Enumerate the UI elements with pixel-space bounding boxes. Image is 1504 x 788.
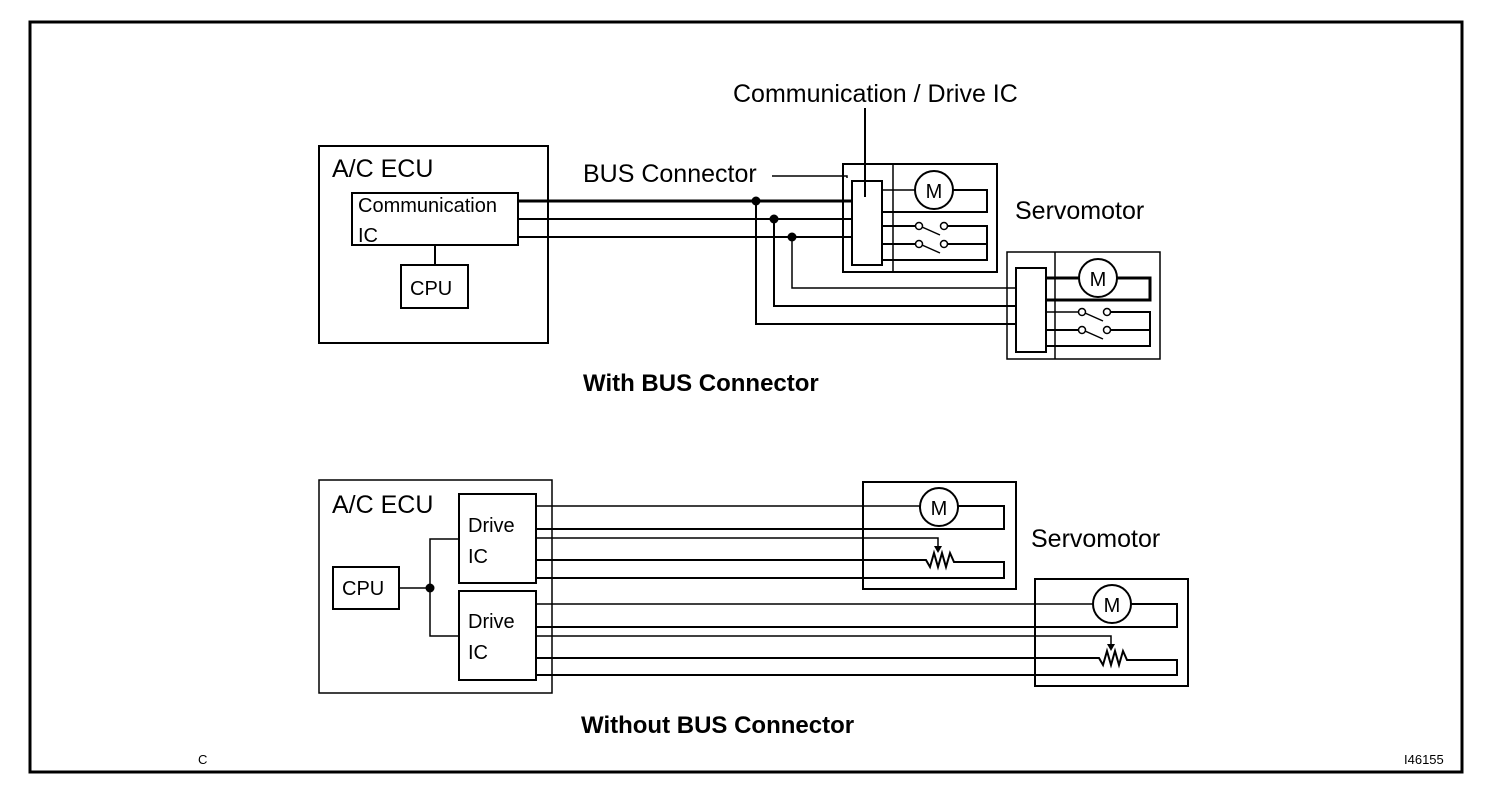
drive-ic-2-label-1: Drive <box>468 611 515 633</box>
motor-symbol: M <box>1090 269 1107 291</box>
drive-ic-1-label-1: Drive <box>468 515 515 537</box>
drive-ic-box-1 <box>458 493 537 584</box>
servomotor-1-bottom <box>862 481 1017 590</box>
communication-ic-label-1: Communication <box>358 195 497 217</box>
motor-icon <box>1092 584 1132 624</box>
drive-ic-1-label-2: IC <box>468 546 488 568</box>
motor-symbol: M <box>1104 595 1121 617</box>
without-bus-section: A/C ECU CPU Drive IC Drive IC M Servomot… <box>318 479 1189 739</box>
figure-id: I46155 <box>1404 752 1444 767</box>
cpu-label-top: CPU <box>410 278 452 300</box>
with-bus-section: A/C ECU Communication IC CPU BUS Connect… <box>318 80 1161 397</box>
motor-icon <box>919 487 959 527</box>
bus-connector-label: BUS Connector <box>583 160 757 188</box>
cpu-label-bottom: CPU <box>342 578 384 600</box>
ecu-box-bottom <box>318 479 553 694</box>
comm-drive-ic-box-2 <box>1015 267 1047 353</box>
comm-drive-ic-label: Communication / Drive IC <box>733 80 1018 108</box>
cpu-box-top <box>400 264 469 309</box>
ecu-box-top <box>318 145 549 344</box>
corner-mark: C <box>198 752 207 767</box>
ecu-title-top: A/C ECU <box>332 155 433 183</box>
servomotor-2-bottom <box>1034 578 1189 687</box>
motor-symbol: M <box>926 181 943 203</box>
motor-symbol: M <box>931 498 948 520</box>
ecu-title-bottom: A/C ECU <box>332 491 433 519</box>
caption-without-bus: Without BUS Connector <box>581 712 854 739</box>
drive-ic-2-label-2: IC <box>468 642 488 664</box>
drive-ic-box-2 <box>458 590 537 681</box>
diagram-frame <box>28 20 1464 774</box>
servomotor-label-top: Servomotor <box>1015 197 1144 225</box>
caption-with-bus: With BUS Connector <box>583 370 819 397</box>
servomotor-1-top: M <box>842 163 998 273</box>
communication-ic-label-2: IC <box>358 225 378 247</box>
comm-drive-ic-box-1 <box>851 180 883 266</box>
servomotor-label-bottom: Servomotor <box>1031 525 1160 553</box>
servomotor-2-top: M <box>1006 251 1161 360</box>
